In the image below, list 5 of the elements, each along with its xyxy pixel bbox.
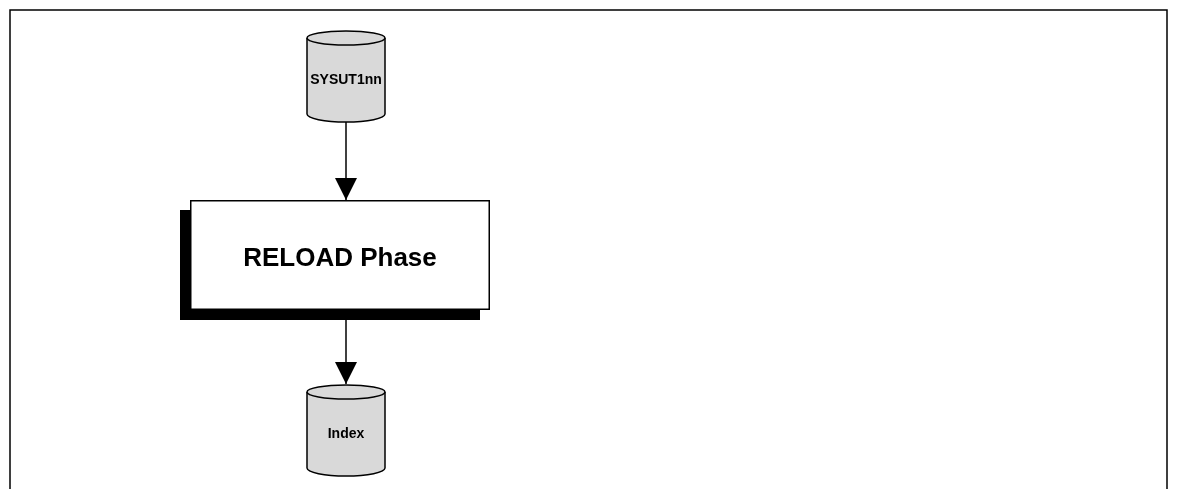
arrow xyxy=(335,319,357,385)
cylinder-label: Index xyxy=(326,425,366,441)
arrow xyxy=(335,121,357,201)
process-label: RELOAD Phase xyxy=(242,242,438,273)
cylinder-label: SYSUT1nn xyxy=(309,71,383,87)
